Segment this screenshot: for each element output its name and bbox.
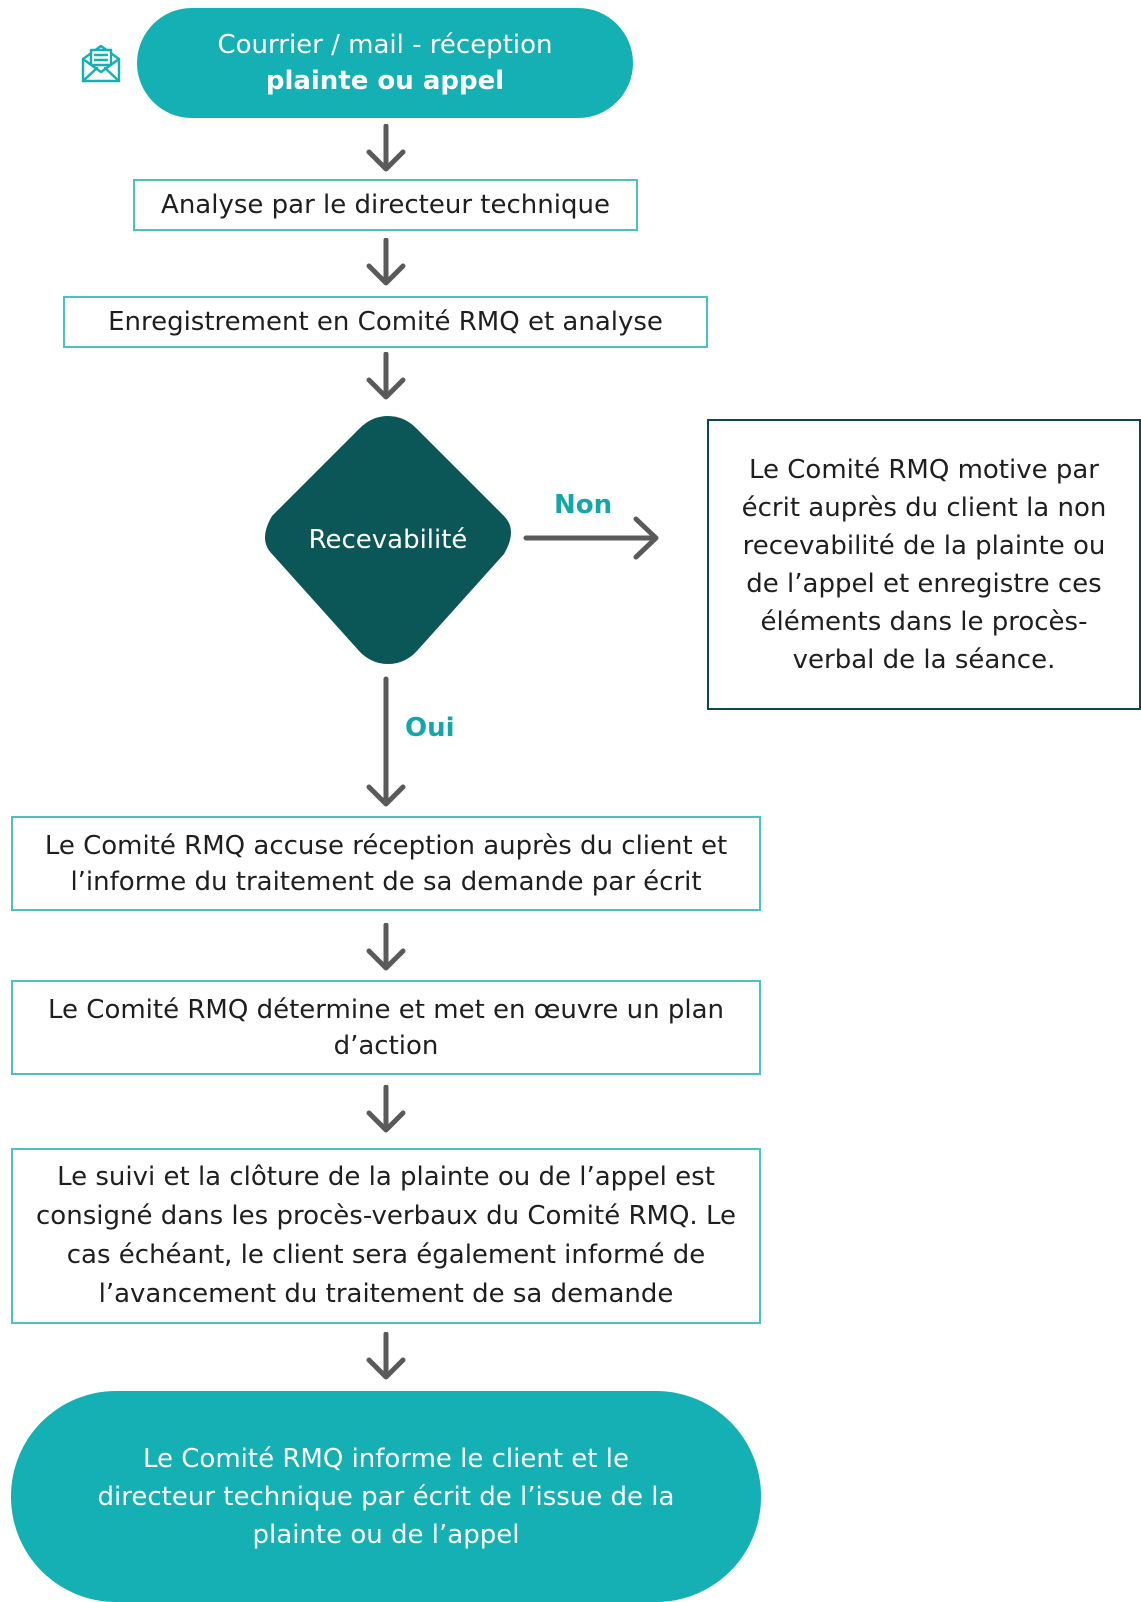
- arrow-down-icon: [361, 124, 411, 174]
- end-node: Le Comité RMQ informe le client et le di…: [11, 1391, 761, 1602]
- rejection-text: Le Comité RMQ motive par écrit auprès du…: [741, 454, 1107, 675]
- decision-diamond: Recevabilité: [256, 410, 520, 670]
- step-analyse: Analyse par le directeur technique: [133, 179, 638, 231]
- mail-icon: [80, 42, 122, 84]
- start-node: Courrier / mail - réception plainte ou a…: [137, 8, 633, 118]
- arrow-right-icon: [523, 515, 665, 561]
- no-label: Non: [554, 490, 613, 520]
- step-enregistrement-text: Enregistrement en Comité RMQ et analyse: [108, 307, 663, 337]
- arrow-down-icon: [361, 1085, 411, 1135]
- step-enregistrement: Enregistrement en Comité RMQ et analyse: [63, 296, 708, 348]
- arrow-down-icon: [361, 923, 411, 973]
- step-suivi: Le suivi et la clôture de la plainte ou …: [11, 1148, 761, 1324]
- arrow-down-icon: [361, 352, 411, 402]
- step-plan: Le Comité RMQ détermine et met en œuvre …: [11, 980, 761, 1075]
- decision-label: Recevabilité: [308, 525, 468, 555]
- end-text: Le Comité RMQ informe le client et le di…: [97, 1443, 675, 1550]
- step-analyse-text: Analyse par le directeur technique: [161, 190, 610, 220]
- arrow-down-icon: [361, 676, 411, 810]
- start-title: Courrier / mail - réception: [217, 30, 553, 60]
- rejection-box: Le Comité RMQ motive par écrit auprès du…: [707, 419, 1141, 710]
- step-plan-text: Le Comité RMQ détermine et met en œuvre …: [48, 994, 724, 1061]
- start-subtitle: plainte ou appel: [265, 66, 505, 96]
- step-accuse: Le Comité RMQ accuse réception auprès du…: [11, 816, 761, 911]
- arrow-down-icon: [361, 238, 411, 288]
- step-accuse-text: Le Comité RMQ accuse réception auprès du…: [44, 830, 728, 897]
- yes-label: Oui: [405, 713, 455, 743]
- step-suivi-text: Le suivi et la clôture de la plainte ou …: [36, 1162, 736, 1309]
- arrow-down-icon: [361, 1332, 411, 1382]
